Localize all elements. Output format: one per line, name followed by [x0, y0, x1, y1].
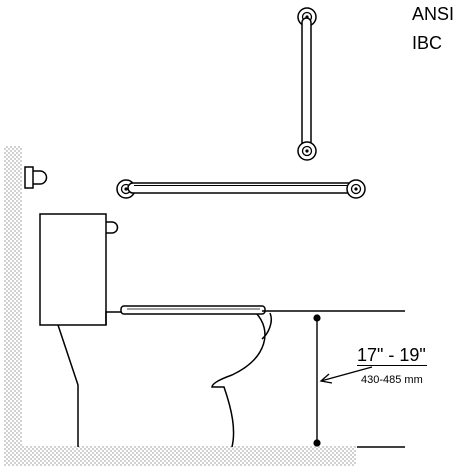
horizontal-grab-bar [116, 179, 366, 199]
standard-label-ansi: ANSI [412, 4, 455, 24]
toilet-seat [120, 305, 266, 315]
toilet-paper-dispenser-icon [24, 166, 48, 189]
dimension-leader-arrow [319, 366, 373, 384]
seat-height-dimension [313, 314, 321, 447]
toilet-bowl [57, 311, 273, 448]
standard-label-ibc: IBC [412, 33, 443, 53]
toilet-tank [39, 213, 119, 326]
vertical-grab-bar [297, 7, 317, 161]
dimension-label-inches: 17" - 19" [357, 345, 427, 366]
dimension-label-millimeters: 430-485 mm [361, 374, 423, 386]
